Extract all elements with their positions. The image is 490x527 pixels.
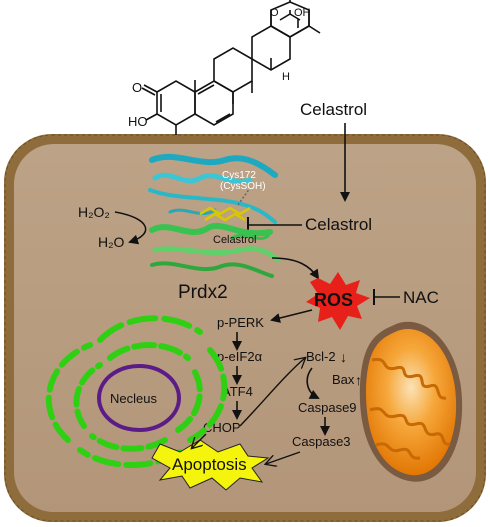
nucleus <box>97 364 181 432</box>
h2o-label: H₂O <box>98 234 125 250</box>
caspase3-label: Caspase3 <box>292 434 351 449</box>
celastrol-top-label: Celastrol <box>300 100 367 119</box>
ros-burst <box>306 272 370 330</box>
chop-to-bcl2-arrow <box>239 358 305 427</box>
nac-label: NAC <box>403 288 439 307</box>
ros-to-pperk-arrow <box>270 309 313 323</box>
bax-up-arrow: ↑ <box>355 372 362 388</box>
celastrol-bound-label: Celastrol <box>213 234 256 246</box>
cys172-label: Cys172 <box>222 170 256 181</box>
mitochondrion <box>359 321 463 482</box>
h-atom-label: H <box>282 71 290 83</box>
cysoh-label: (CysSOH) <box>220 181 266 192</box>
pperk-label: p-PERK <box>217 315 264 330</box>
nucleus-label: Necleus <box>110 391 157 406</box>
h2o2-label: H₂O₂ <box>78 204 110 220</box>
prdx2-label: Prdx2 <box>178 282 228 303</box>
bound-celastrol-molecule <box>199 206 251 222</box>
bcl2-to-caspase9-arrow <box>306 367 320 399</box>
bax-label: Bax <box>332 372 355 387</box>
hydroxyl-label: HO <box>128 114 148 129</box>
carbonyl-o-label: O <box>132 80 142 95</box>
cys-bond-dots <box>237 187 251 206</box>
h2o2-reduction-arrow <box>114 211 147 245</box>
ros-label: ROS <box>314 290 353 310</box>
prdx2-protein <box>148 153 281 278</box>
apoptosis-label: Apoptosis <box>172 455 247 474</box>
chop-to-apoptosis-arrow <box>192 433 207 448</box>
celastrol-inhibitor-label: Celastrol <box>305 215 372 234</box>
caspase9-label: Caspase9 <box>298 400 357 415</box>
structure-clip <box>250 0 320 10</box>
celastrol-structure <box>141 0 321 135</box>
atf4-label: ATF4 <box>222 384 253 399</box>
bcl2-label: Bcl-2 <box>306 349 336 364</box>
cooh-o-label: O <box>270 7 279 19</box>
caspase3-to-apoptosis-arrow <box>266 451 301 464</box>
peif2a-label: p-eIF2α <box>217 349 263 364</box>
cell-membrane-beads <box>4 134 486 522</box>
apoptosis-burst <box>151 439 270 491</box>
prdx2-to-ros-arrow <box>271 257 320 280</box>
celastrol-structure-top <box>270 0 310 38</box>
bcl2-down-arrow: ↓ <box>340 349 347 365</box>
cooh-oh-label: OH <box>294 7 311 19</box>
